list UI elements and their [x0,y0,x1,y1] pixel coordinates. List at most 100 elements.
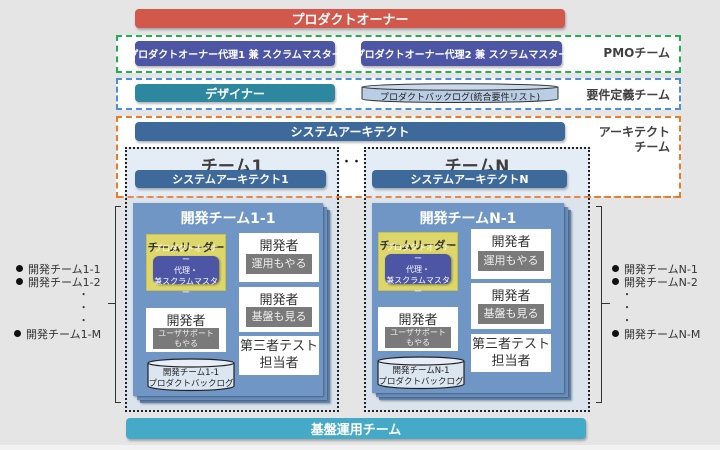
architect-team-label-line1: アーキテクト [598,125,670,139]
bullet-icon [14,330,21,337]
dev-team-1-backlog-label: 開発チーム1-1 プロダクトバックログ [147,368,235,390]
pmo-member-2-label: プロダクトオーナー代理2 兼 スクラムマスター [354,50,569,61]
vertical-dot: ・ [78,290,89,301]
developer-ops-tag: 運用もやる [246,254,312,274]
team-leader-role-line3: 兼スクラムマスター [386,275,450,296]
developer-infra-box: 開発者 基盤も見る [471,283,551,329]
developer-support-tag: ユーザサポート もやる [385,327,451,348]
member-list-item: 開発チームN-1 [612,263,700,276]
system-architect-box: システムアーキテクト [135,122,565,141]
dev-team-1-backlog-line1: 開発チーム1-1 [162,368,220,378]
third-party-tester-label: 第三者テスト 担当者 [471,336,551,370]
bottom-margin [0,445,720,450]
dev-team-n-title: 開発チームN-1 [419,211,517,227]
team-leader-box: チームリーダー プロダクトオーナー 代理・ 兼スクラムマスター [146,234,226,297]
team-n-architect: システムアーキテクトN [372,170,567,188]
teams-ellipsis: ・・ [341,157,362,168]
team-leader-role: プロダクトオーナー 代理・ 兼スクラムマスター [385,243,451,296]
bullet-icon [16,278,23,285]
dev-team-1-backlog-cylinder: 開発チーム1-1 プロダクトバックログ [147,358,235,392]
product-owner-label: プロダクトオーナー [291,13,409,28]
developer-infra-box: 開発者 基盤も見る [239,287,319,332]
infra-ops-team-box: 基盤運用チーム [126,418,586,439]
developer-support-role: 開発者 [398,313,438,328]
developer-infra-tag: 基盤も見る [478,304,544,324]
developer-ops-box: 開発者 運用もやる [239,233,319,282]
dev-team-1-card: 開発チーム1-1 チームリーダー プロダクトオーナー 代理・ 兼スクラムマスター… [133,203,323,396]
third-party-tester-line1: 第三者テスト [239,339,318,354]
developer-ops-role: 開発者 [491,235,531,250]
left-bracket [115,206,121,403]
right-bracket-tick [602,303,610,304]
team-leader-role-line2: 代理・ [174,265,198,275]
member-list-item: 開発チーム1-1 [16,263,101,276]
vertical-dot: ・ [78,316,89,327]
bullet-icon [612,278,619,285]
member-list-item: 開発チームN-M [612,328,700,341]
dev-team-n-backlog-label: 開発チームN-1 プロダクトバックログ [377,366,465,388]
team-leader-role-line2: 代理・ [406,264,430,274]
team-leader-role-line1: プロダクトオーナー [154,243,218,264]
vertical-dot: ・ [622,316,632,327]
third-party-tester-line1: 第三者テスト [471,337,550,352]
product-owner-box: プロダクトオーナー [135,9,565,28]
team-1-architect-label: システムアーキテクト1 [172,173,289,186]
developer-support-tag-line2: もやる [174,338,198,348]
vertical-dot: ・ [78,303,89,314]
developer-ops-box: 開発者 運用もやる [471,229,551,279]
team-leader-role-line1: プロダクトオーナー [386,242,450,263]
system-architect-label: システムアーキテクト [290,125,410,139]
developer-infra-tag: 基盤も見る [246,307,312,327]
product-backlog-label: プロダクトバックログ(統合要件リスト) [379,93,541,103]
pmo-member-1: プロダクトオーナー代理1 兼 スクラムマスター [128,41,342,66]
team-leader-role: プロダクトオーナー 代理・ 兼スクラムマスター [153,244,219,297]
cylinder-shape [377,356,465,390]
requirements-team-label: 要件定義チーム [586,88,670,102]
member-list-item: 開発チームN-2 [612,276,700,289]
cylinder-shape [361,83,559,103]
dev-team-n-backlog-cylinder: 開発チームN-1 プロダクトバックログ [377,356,465,390]
dev-team-1-title: 開発チーム1-1 [180,211,276,227]
member-list-item: 開発チーム1-M [14,328,101,341]
developer-ops-tag: 運用もやる [478,251,544,271]
developer-support-tag-line1: ユーザサポート [390,327,446,337]
team-leader-title: チームリーダー [379,239,457,252]
developer-support-box: 開発者 ユーザサポート もやる [146,308,226,352]
team-n-architect-label: システムアーキテクトN [410,173,529,186]
third-party-tester-label: 第三者テスト 担当者 [239,338,319,372]
designer-box: デザイナー [135,84,335,102]
architect-team-label-line2: チーム [634,140,670,154]
bullet-icon [16,265,23,272]
developer-infra-role: 開発者 [259,293,299,308]
developer-support-role: 開発者 [166,314,206,329]
third-party-tester-box: 第三者テスト 担当者 [239,336,319,375]
third-party-tester-line2: 担当者 [259,356,299,371]
third-party-tester-box: 第三者テスト 担当者 [471,334,551,372]
team-1-architect: システムアーキテクト1 [135,170,326,188]
designer-label: デザイナー [205,86,265,101]
cylinder-shape [147,358,235,392]
team-leader-title: チームリーダー [147,241,225,254]
developer-support-tag-line2: もやる [406,337,430,347]
dev-team-n-card: 開発チームN-1 チームリーダー プロダクトオーナー 代理・ 兼スクラムマスター… [372,203,564,393]
member-list-item: 開発チーム1-2 [16,276,101,289]
developer-ops-role: 開発者 [259,239,299,254]
left-bracket-tick [108,303,116,304]
developer-support-tag: ユーザサポート もやる [153,328,219,349]
product-backlog-cylinder: プロダクトバックログ(統合要件リスト) [361,83,559,103]
dev-team-n-backlog-line2: プロダクトバックログ [378,377,464,387]
right-bracket [596,206,602,403]
vertical-dot: ・ [622,303,632,314]
developer-support-box: 開発者 ユーザサポート もやる [378,307,458,351]
developer-infra-role: 開発者 [491,289,531,304]
pmo-member-2: プロダクトオーナー代理2 兼 スクラムマスター [355,41,568,66]
dev-team-n-backlog-line1: 開発チームN-1 [392,366,450,376]
vertical-dot: ・ [622,290,632,301]
architect-team-label: アーキテクト チーム [580,125,670,155]
team-leader-box: チームリーダー プロダクトオーナー 代理・ 兼スクラムマスター [378,232,458,296]
team-1-member-list: 開発チーム1-1 開発チーム1-2 ・ ・ ・ 開発チーム1-M [14,263,101,341]
pmo-team-label: PMOチーム [603,46,670,60]
team-n-member-list: 開発チームN-1 開発チームN-2 ・ ・ ・ 開発チームN-M [612,263,700,341]
developer-support-tag-line1: ユーザサポート [158,328,214,338]
bullet-icon [612,330,619,337]
